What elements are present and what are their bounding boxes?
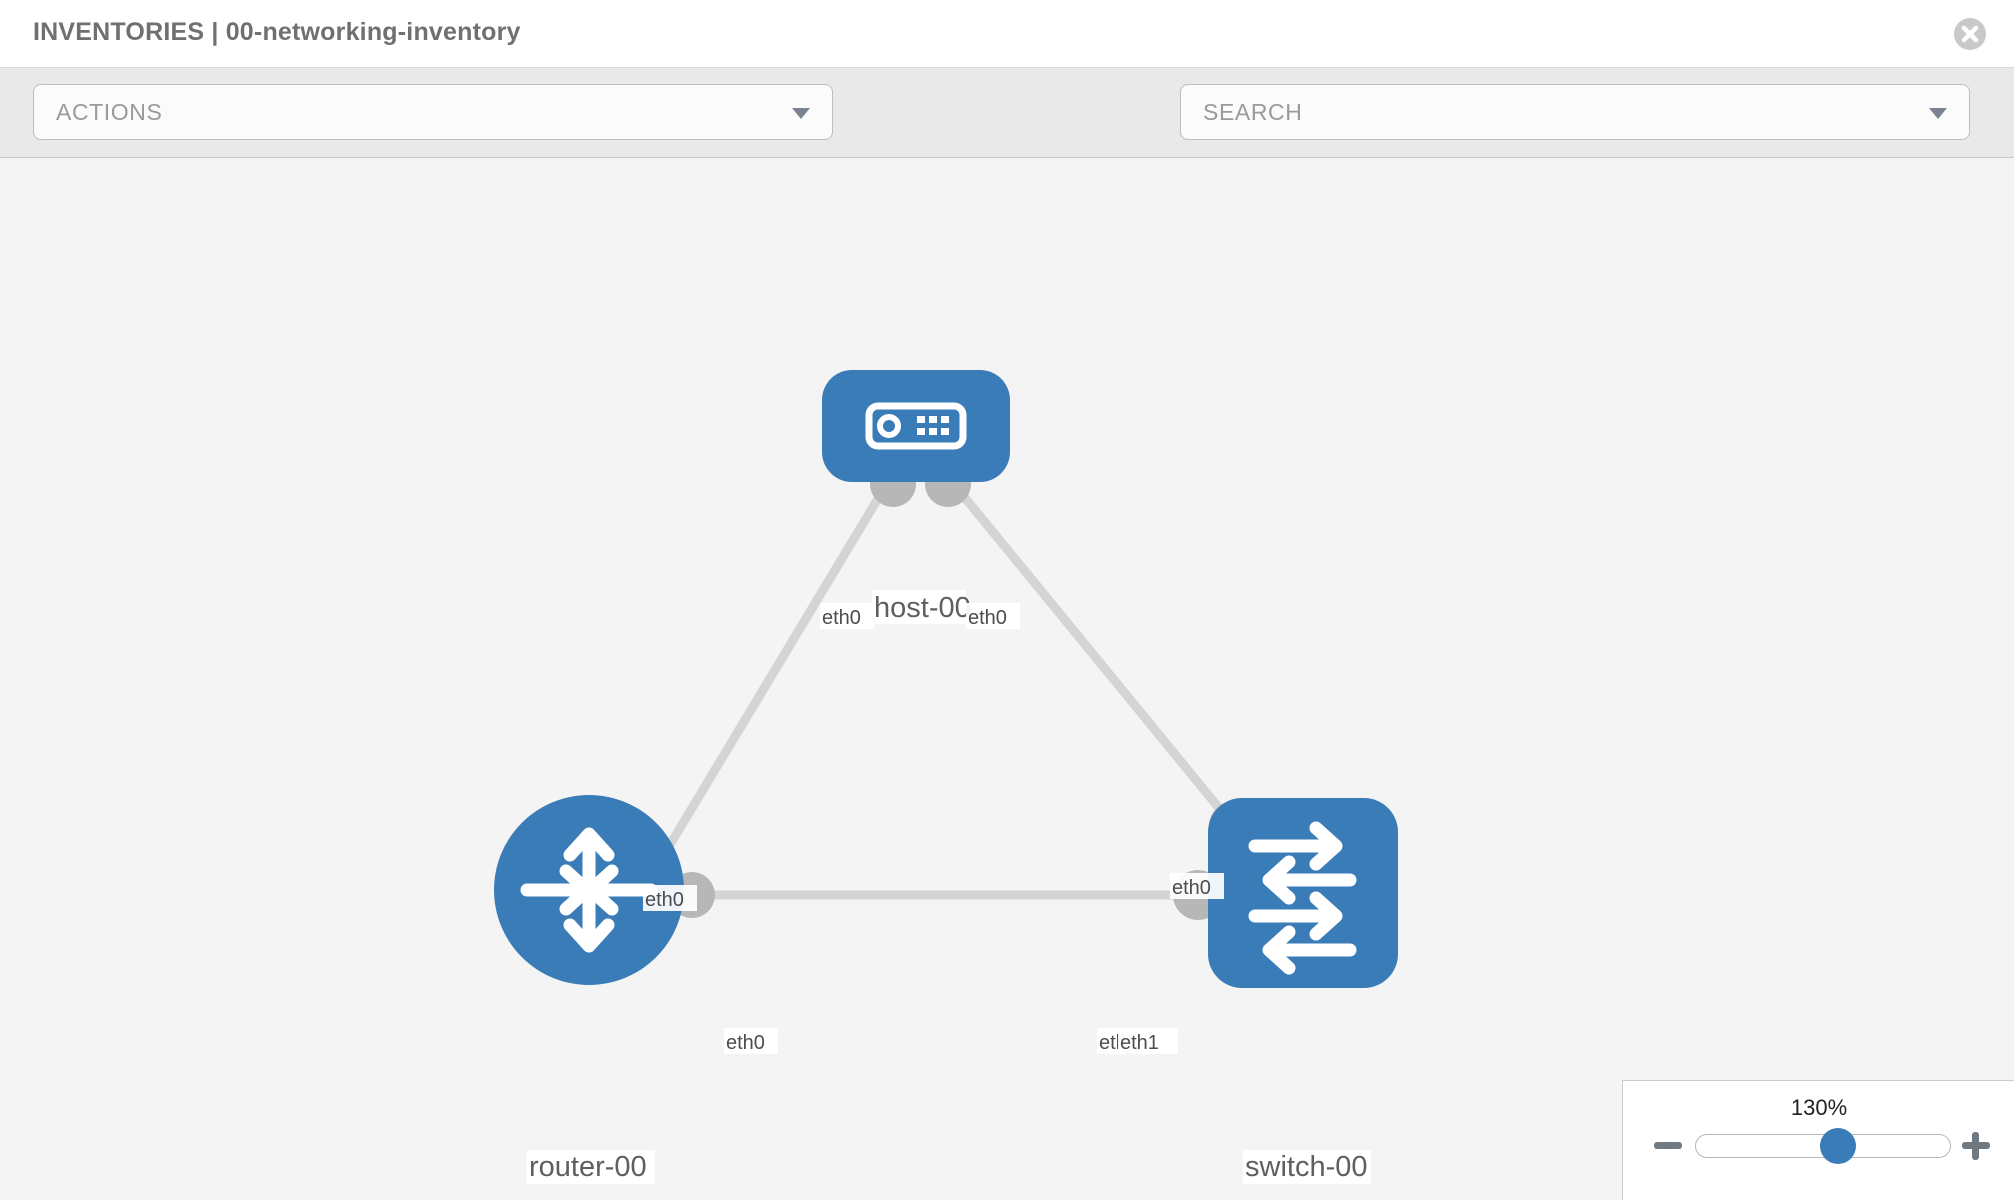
iface-label-switch00-left-b: eth1 xyxy=(1120,1032,1159,1054)
topology-graph: host-00 xyxy=(494,370,1398,1184)
plus-icon[interactable] xyxy=(1959,1129,1993,1163)
iface-label-host00-left: eth0 xyxy=(822,607,861,629)
node-switch-00[interactable]: switch-00 xyxy=(1208,798,1398,1184)
toolbar: ACTIONS SEARCH xyxy=(0,68,2014,198)
iface-label-switch00-up: eth0 xyxy=(1172,877,1211,899)
zoom-level-label: 130% xyxy=(1790,1095,1848,1120)
zoom-slider-handle[interactable] xyxy=(1820,1128,1856,1164)
close-icon[interactable] xyxy=(1954,18,1986,50)
router-arrows-icon xyxy=(520,827,658,953)
page-header: INVENTORIES | 00-networking-inventory xyxy=(0,0,2014,68)
chevron-down-icon[interactable] xyxy=(1929,108,1947,119)
search-input[interactable]: SEARCH xyxy=(1180,84,1970,140)
node-label-switch-00: switch-00 xyxy=(1245,1151,1368,1183)
minus-icon[interactable] xyxy=(1651,1129,1685,1163)
actions-dropdown[interactable]: ACTIONS xyxy=(33,84,833,140)
topology-canvas[interactable]: host-00 xyxy=(0,158,2014,1200)
search-placeholder: SEARCH xyxy=(1203,99,1303,125)
zoom-controls: 130% xyxy=(1622,1080,2014,1200)
link-host00-router00[interactable] xyxy=(663,477,893,853)
iface-label-router00-right: eth0 xyxy=(726,1032,765,1054)
link-group xyxy=(663,477,1242,900)
node-label-host-00: host-00 xyxy=(874,592,971,624)
switch-arrows-icon xyxy=(1248,821,1357,975)
page-title: INVENTORIES | 00-networking-inventory xyxy=(33,18,521,46)
node-router-00[interactable]: router-00 xyxy=(494,795,684,1184)
chevron-down-icon xyxy=(792,108,810,119)
node-label-router-00: router-00 xyxy=(529,1151,647,1183)
interface-label-group: eth0 eth0 eth0 eth0 eth0 eth eth1 xyxy=(643,603,1224,1054)
node-host-00[interactable]: host-00 xyxy=(822,370,1010,624)
iface-label-host00-right: eth0 xyxy=(968,607,1007,629)
server-icon xyxy=(865,402,967,450)
link-host00-switch00[interactable] xyxy=(947,477,1242,835)
actions-dropdown-label: ACTIONS xyxy=(56,99,163,125)
iface-label-router00-up: eth0 xyxy=(645,889,684,911)
